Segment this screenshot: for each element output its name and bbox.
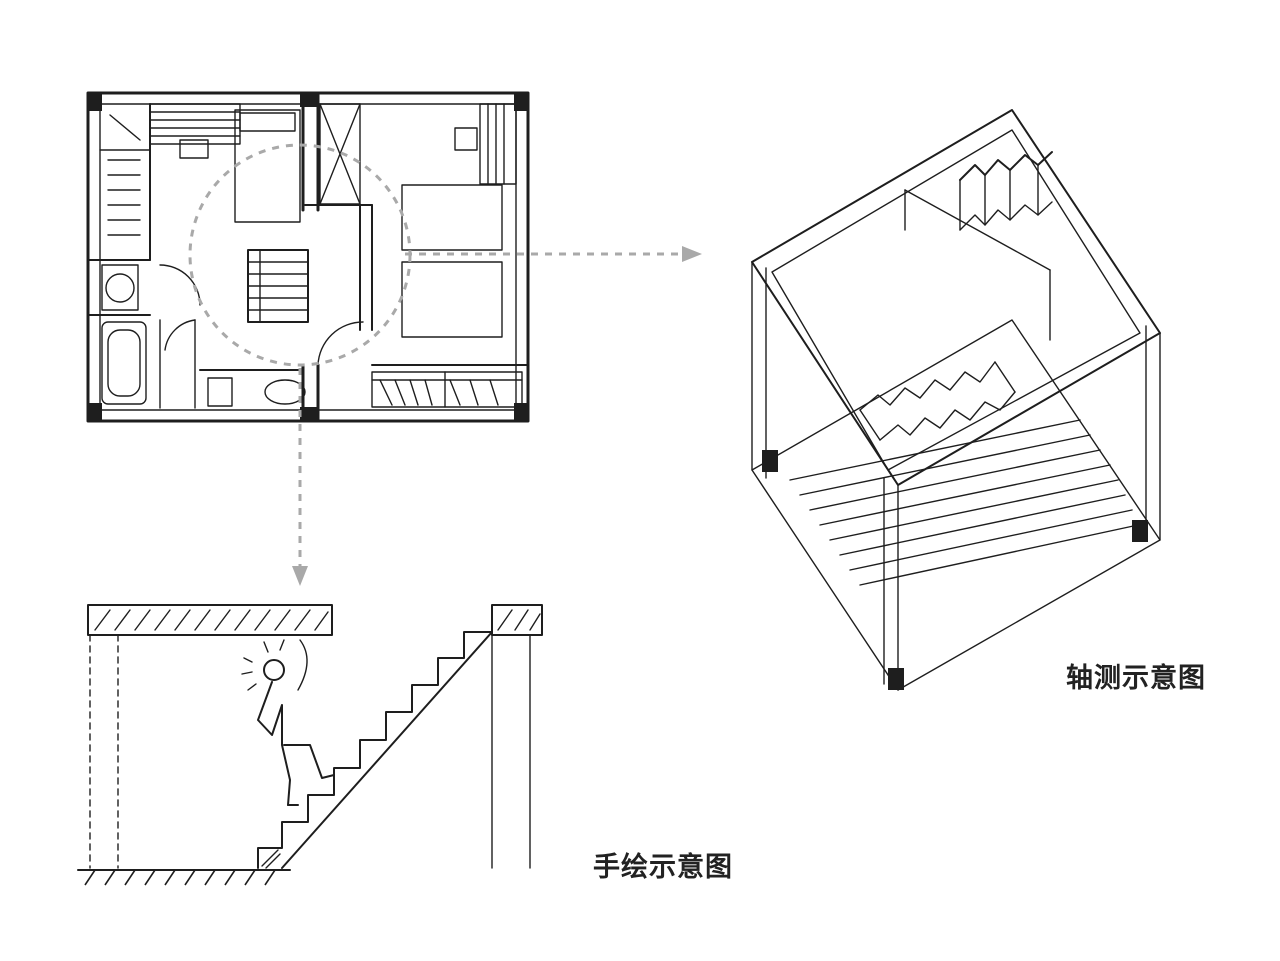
floor-plan [86,91,702,586]
axonometric-caption: 轴测示意图 [1066,663,1206,694]
hand-drawn-caption: 手绘示意图 [593,852,733,883]
section-drawing [77,604,543,886]
axonometric-drawing [751,109,1161,691]
